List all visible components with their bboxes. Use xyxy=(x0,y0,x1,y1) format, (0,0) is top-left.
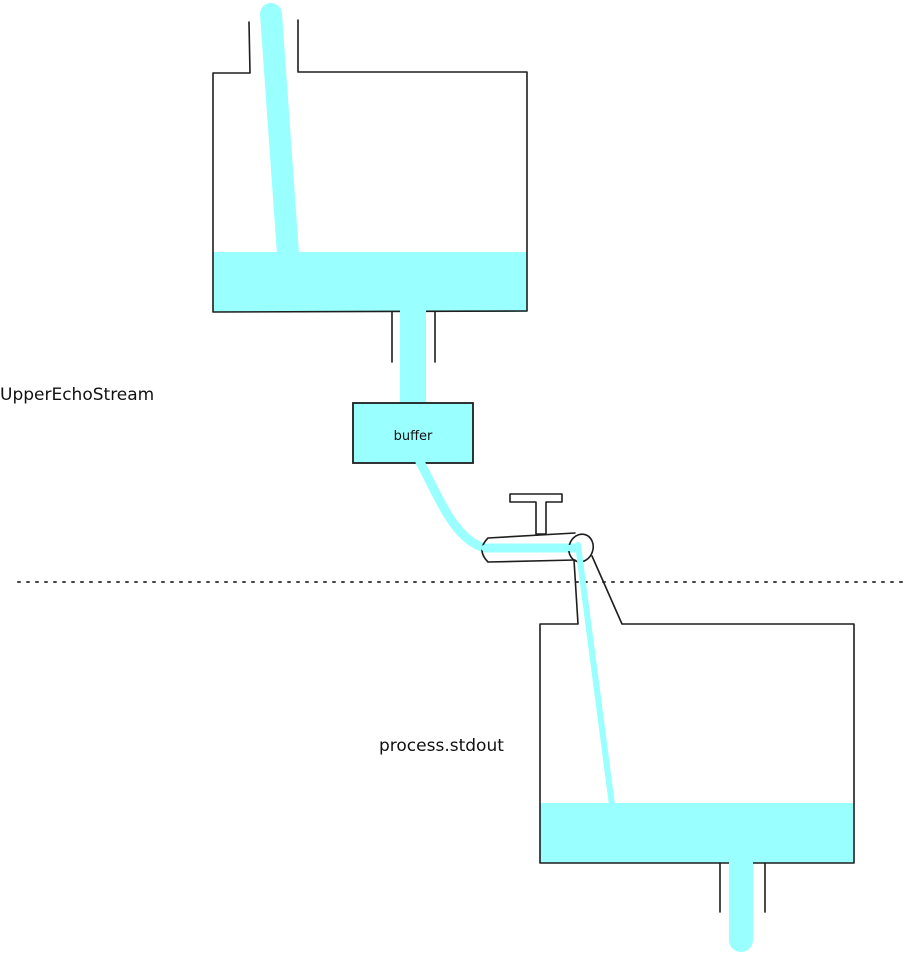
upper-tank-outline xyxy=(212,19,528,313)
lower-outflow-stream-end xyxy=(729,928,753,952)
buffer-label: buffer xyxy=(394,429,433,444)
faucet-to-stdout-stream xyxy=(575,542,615,808)
process-stdout-label: process.stdout xyxy=(379,736,504,756)
lower-tank-outlet xyxy=(719,862,766,913)
buffer-box: buffer xyxy=(352,402,474,464)
faucet-handle xyxy=(509,493,563,535)
lower-tank-outline xyxy=(539,555,855,864)
upper-echo-stream-label: UpperEchoStream xyxy=(0,385,154,405)
upper-outflow-stream xyxy=(400,305,426,405)
faucet-spout xyxy=(567,533,595,563)
upper-inflow-stream xyxy=(260,3,299,265)
buffer-box-fill xyxy=(352,402,474,464)
lower-outflow-stream xyxy=(729,858,753,940)
upper-tank-outlet xyxy=(391,311,436,363)
upper-tank xyxy=(212,3,528,405)
upper-tank-fluid xyxy=(213,252,527,312)
lower-tank xyxy=(539,542,855,952)
lower-tank-fluid xyxy=(540,803,853,863)
faucet xyxy=(481,493,595,563)
